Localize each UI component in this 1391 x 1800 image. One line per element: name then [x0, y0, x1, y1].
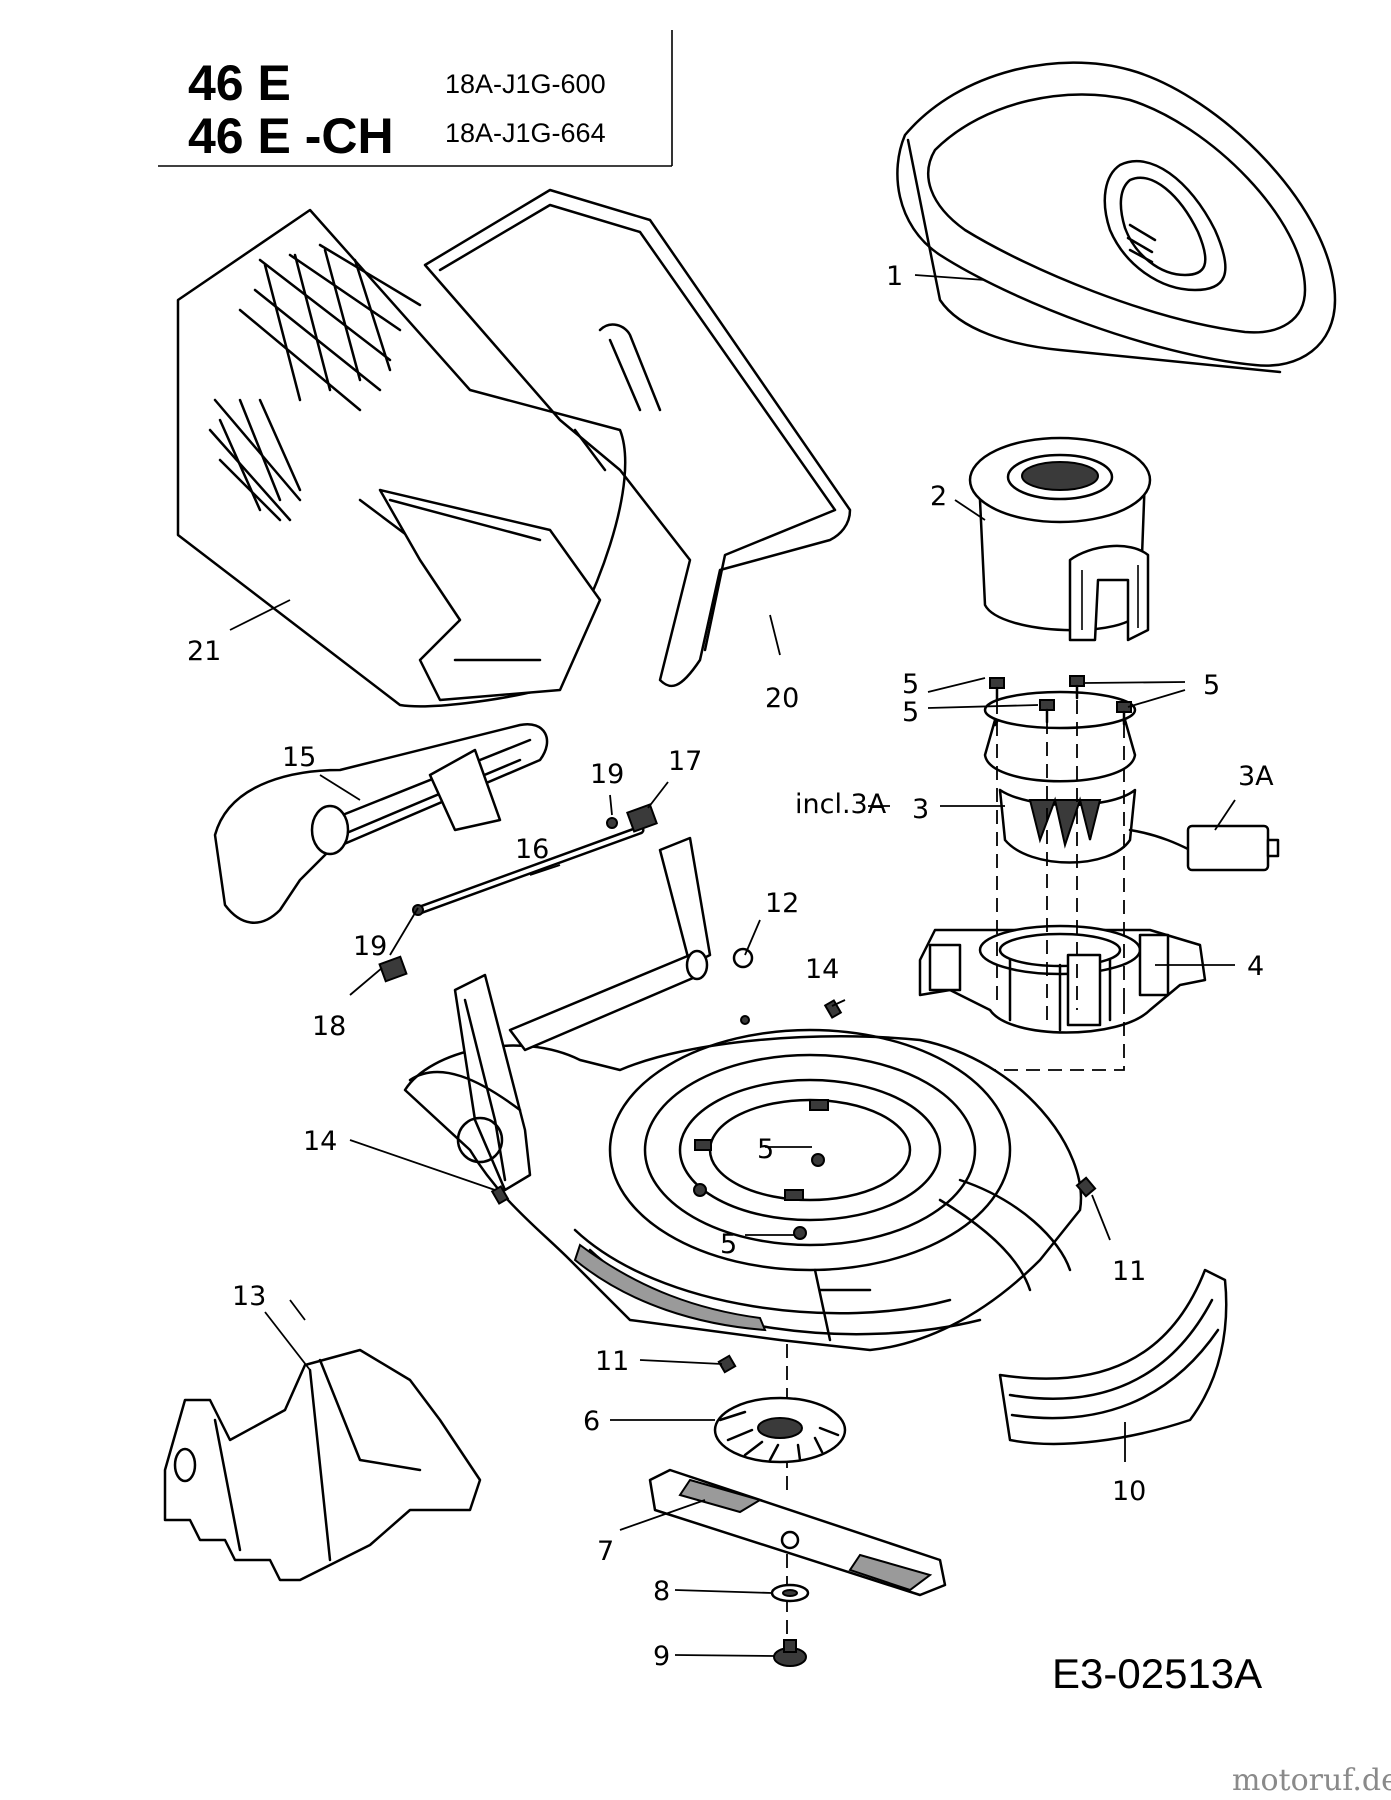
- part-grass-bag-frame: [423, 188, 852, 688]
- part-mower-deck: [403, 1028, 1083, 1352]
- callout-7: 7: [597, 1536, 614, 1567]
- callout-6: 6: [583, 1406, 600, 1437]
- part-screws-motor: [989, 675, 1132, 726]
- callout-5-left-top: 5: [902, 669, 919, 700]
- part-handle-grip: [213, 722, 549, 924]
- callout-14-left: 14: [303, 1126, 337, 1157]
- callout-18: 18: [312, 1011, 346, 1042]
- callout-5-left: 5: [902, 697, 919, 728]
- callout-16: 16: [515, 834, 549, 865]
- callout-2: 2: [930, 481, 947, 512]
- model-code-1: 18A-J1G-600: [445, 69, 606, 99]
- callout-20: 20: [765, 683, 799, 714]
- part-motor-housing: [968, 436, 1152, 642]
- watermark: motoruf.de: [1232, 1763, 1391, 1798]
- callout-3: 3: [912, 794, 929, 825]
- callout-15: 15: [282, 742, 316, 773]
- part-blade: [648, 1468, 947, 1597]
- part-motor-cover: [896, 61, 1337, 374]
- callout-5-deck-bottom: 5: [720, 1229, 737, 1260]
- callout-17: 17: [668, 746, 702, 777]
- leader-lines: [229, 274, 1236, 1657]
- callout-1: 1: [886, 261, 903, 292]
- part-height-adjuster: [408, 836, 712, 1192]
- model-code-2: 18A-J1G-664: [445, 118, 606, 148]
- callout-labels: 1 2 5 5 5 incl.3A 3 3A 4 21 20 15 19 17 …: [187, 261, 1274, 1672]
- callout-14-right: 14: [805, 954, 839, 985]
- callout-19-top: 19: [590, 759, 624, 790]
- callout-13: 13: [232, 1281, 266, 1312]
- part-motor: [983, 690, 1280, 872]
- part-fan: [713, 1396, 847, 1464]
- callout-11-left: 11: [595, 1346, 629, 1377]
- part-motor-mount: [918, 924, 1207, 1034]
- model-name-1: 46 E: [188, 55, 291, 111]
- callout-12: 12: [765, 888, 799, 919]
- part-axle-rod: [378, 803, 658, 983]
- diagram-code: E3-02513A: [1052, 1650, 1262, 1697]
- title-block: 46 E 18A-J1G-600 46 E -CH 18A-J1G-664: [158, 30, 673, 167]
- callout-19-bottom: 19: [353, 931, 387, 962]
- callout-9: 9: [653, 1641, 670, 1672]
- callout-3a: 3A: [1238, 761, 1274, 792]
- callout-incl-3a: incl.3A: [795, 789, 887, 820]
- part-blade-bolt: [773, 1639, 807, 1667]
- part-grass-bag: [176, 208, 627, 708]
- model-name-2: 46 E -CH: [188, 108, 394, 164]
- callout-5-deck-top: 5: [757, 1134, 774, 1165]
- callout-10: 10: [1112, 1476, 1146, 1507]
- part-rear-flap: [163, 1348, 482, 1582]
- callout-11-right: 11: [1112, 1256, 1146, 1287]
- part-small-fasteners: [490, 947, 1097, 1374]
- part-front-bumper: [998, 1268, 1228, 1446]
- callout-21: 21: [187, 636, 221, 667]
- callout-4: 4: [1247, 951, 1264, 982]
- part-blade-washer: [770, 1583, 810, 1603]
- callout-8: 8: [653, 1576, 670, 1607]
- part-handle-tube: [508, 949, 709, 1052]
- callout-5-right: 5: [1203, 670, 1220, 701]
